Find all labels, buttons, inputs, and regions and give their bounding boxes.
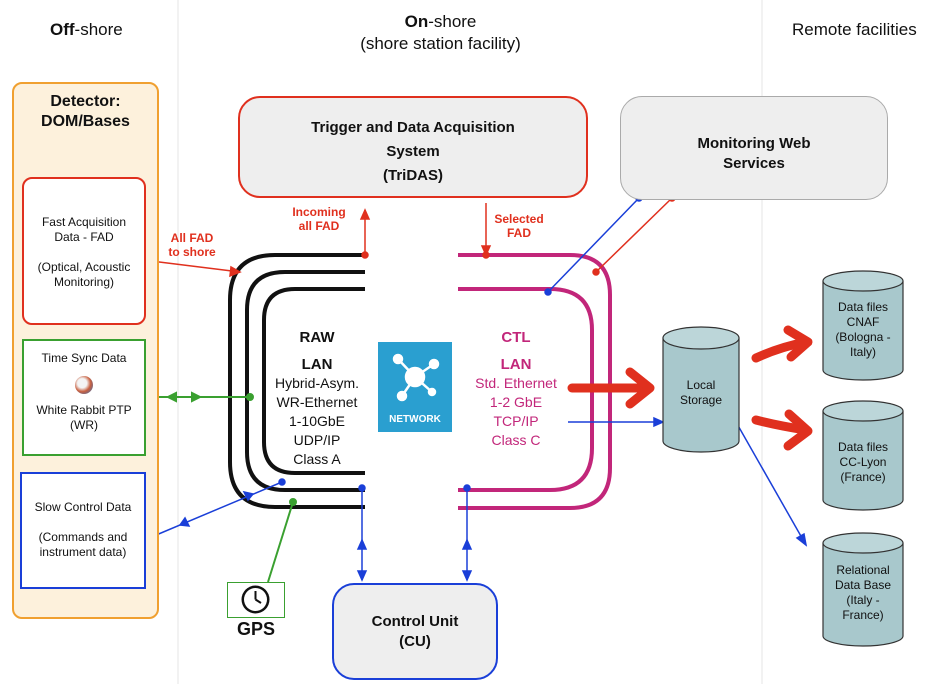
remote-header: Remote facilities	[792, 20, 917, 39]
onshore-header: On-shore(shore station facility)	[360, 12, 521, 53]
relational-db-cylinder	[822, 532, 904, 647]
network-label: NETWORK	[389, 414, 441, 425]
fad-connectors	[139, 194, 676, 278]
gps-box	[227, 582, 285, 618]
timesync-connectors	[142, 391, 297, 583]
network-icon: NETWORK	[378, 342, 452, 432]
ctl-lan-text: CTL LAN Std. Ethernet 1-2 GbE TCP/IP Cla…	[475, 329, 557, 448]
gps-label: GPS	[237, 619, 276, 639]
detector-title: Detector:DOM/Bases	[41, 93, 130, 130]
timesync-box: Time Sync Data White Rabbit PTP(WR)	[22, 339, 146, 456]
control-unit-box: Control Unit(CU)	[332, 583, 498, 680]
local-storage-cylinder	[662, 326, 740, 453]
export-arrows	[567, 325, 813, 451]
cnaf-cylinder	[822, 270, 904, 381]
clock-icon	[241, 585, 270, 614]
raw-lan-text: RAW LAN Hybrid-Asym. WR-Ethernet 1-10GbE…	[274, 329, 359, 467]
cclyon-cylinder	[822, 400, 904, 511]
white-rabbit-icon	[75, 376, 93, 394]
control-connectors	[138, 194, 808, 582]
offshore-header: Off-shore	[50, 20, 123, 39]
